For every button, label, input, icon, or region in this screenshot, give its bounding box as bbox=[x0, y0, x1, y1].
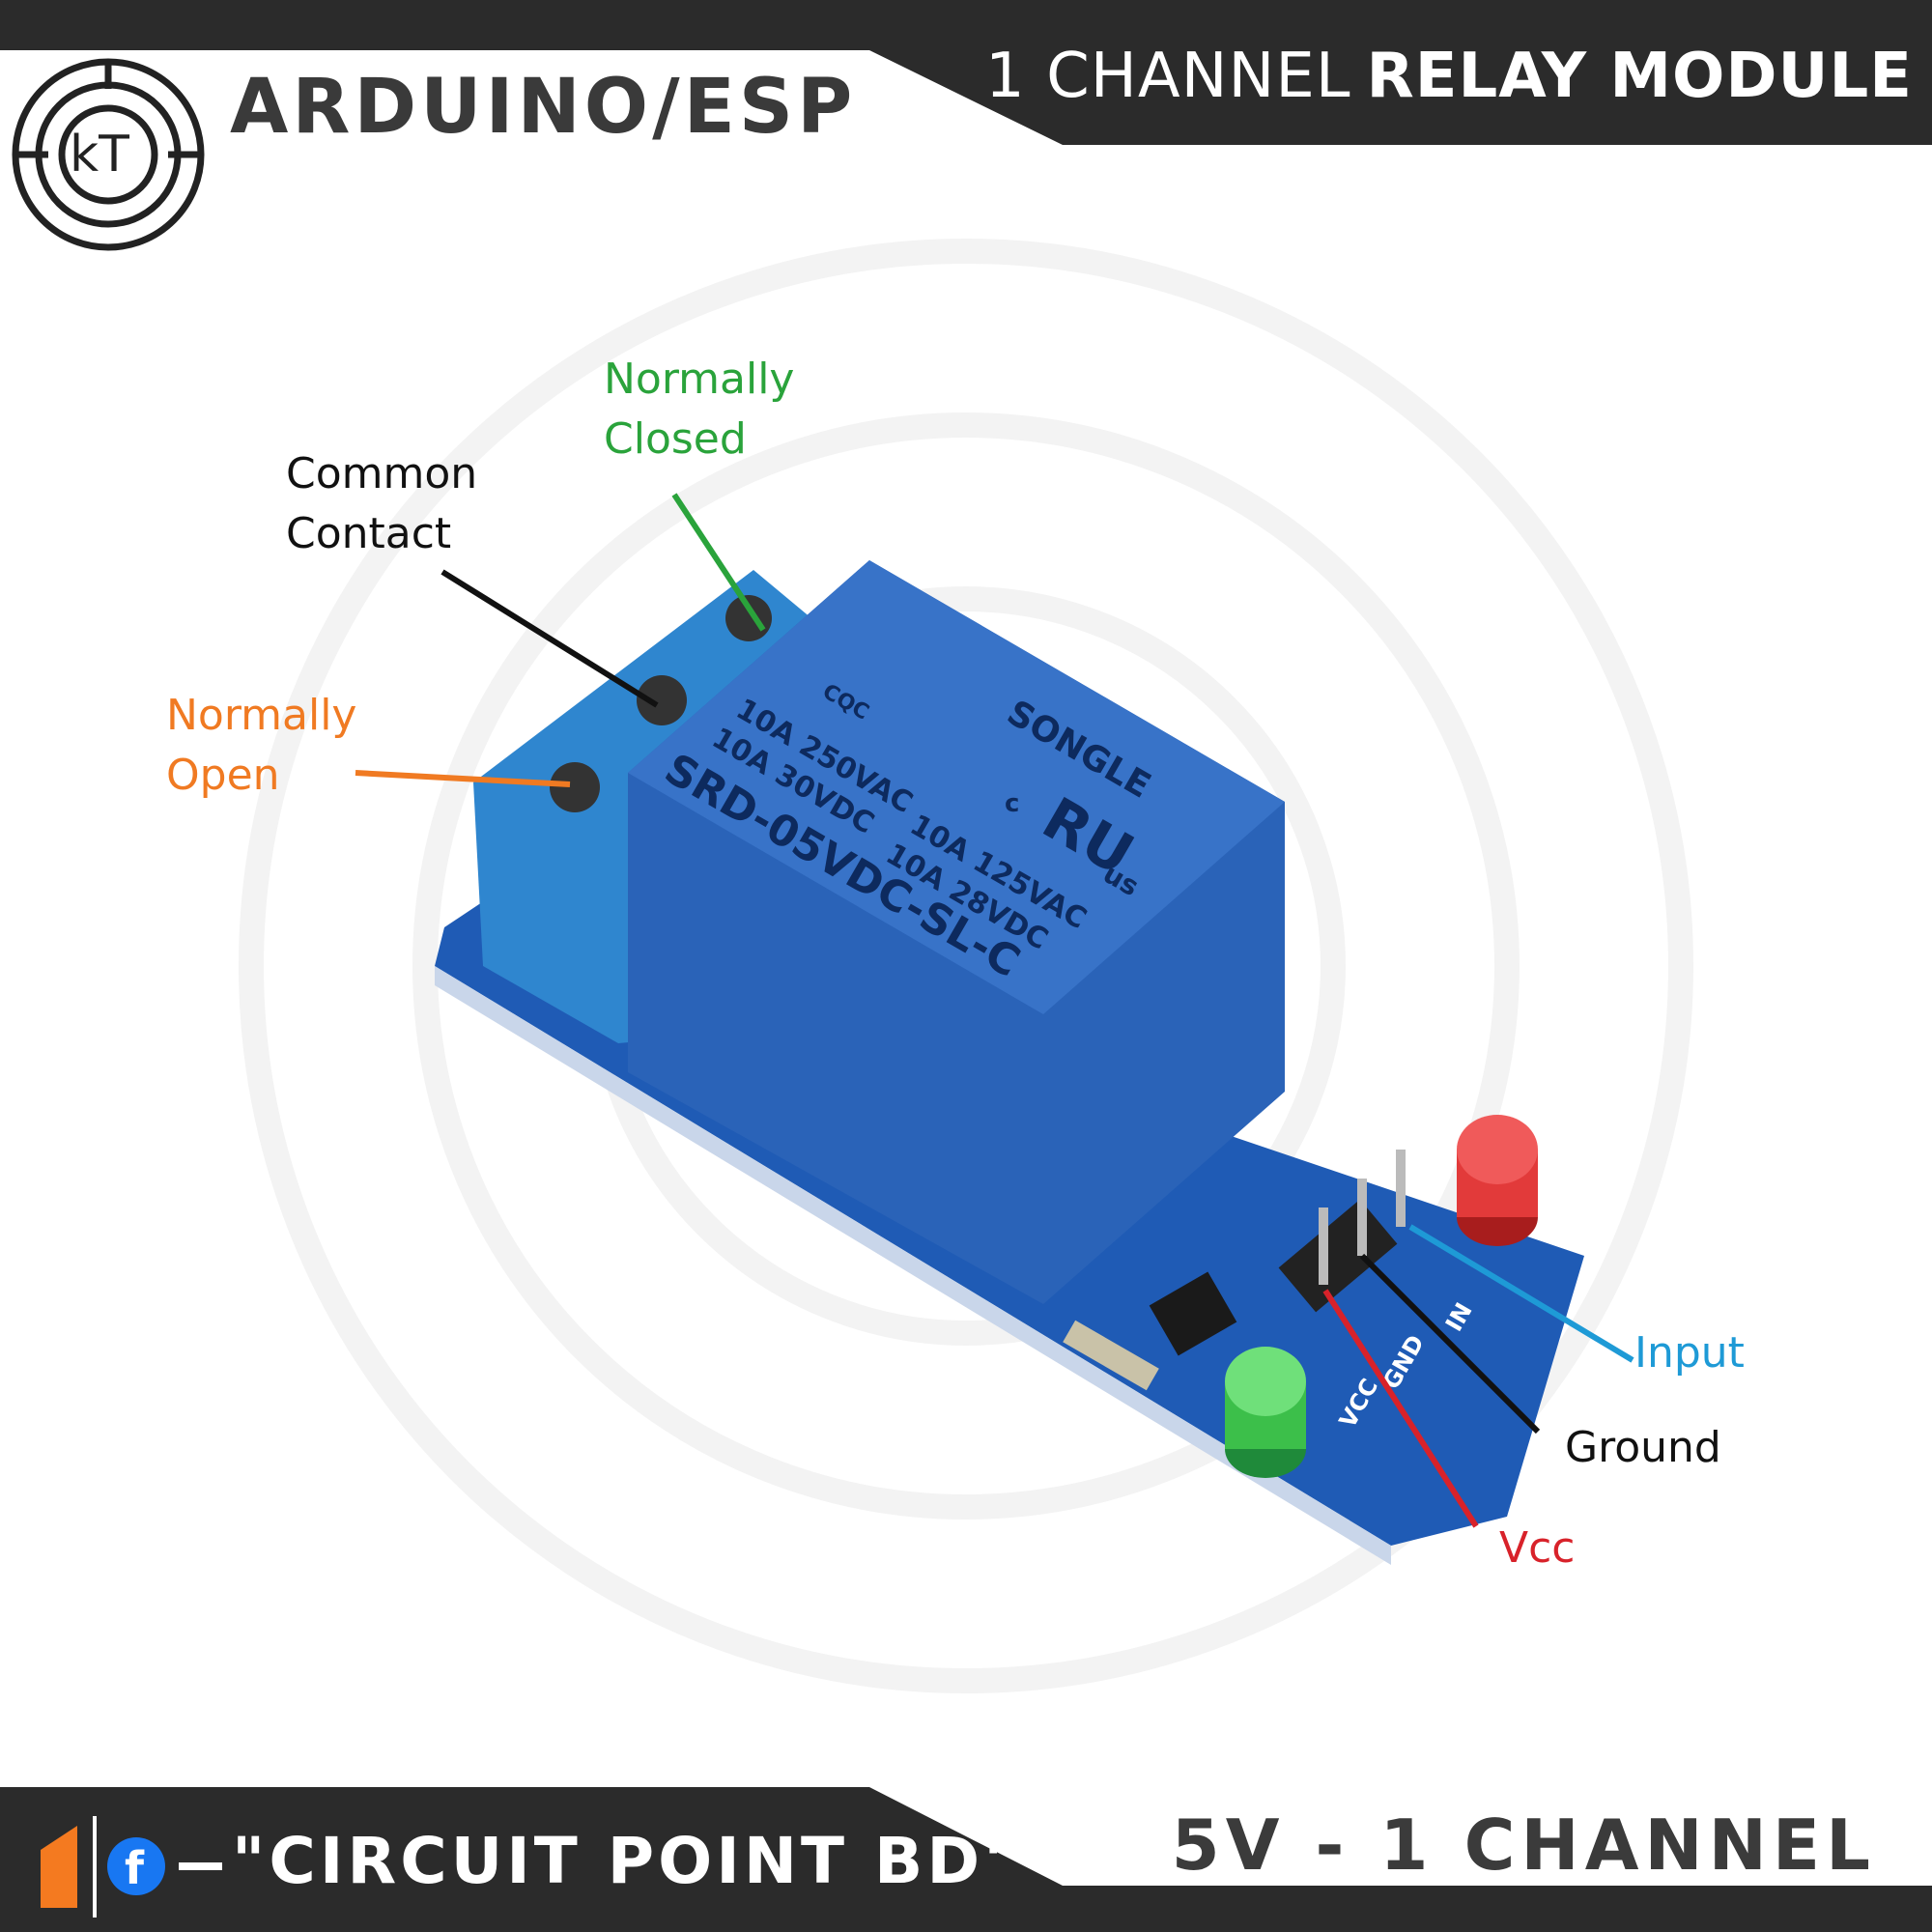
relay-top bbox=[628, 560, 1285, 1014]
bottom-band-left bbox=[0, 1787, 1063, 1932]
title-plain: 1 CHANNEL bbox=[985, 41, 1351, 112]
facebook-icon: f bbox=[107, 1837, 165, 1895]
green-led bbox=[1225, 1347, 1306, 1478]
label-ground: Ground bbox=[1565, 1423, 1721, 1472]
leader-vcc bbox=[1322, 1289, 1479, 1528]
leader-ground bbox=[1359, 1253, 1541, 1435]
leader-normally-open bbox=[355, 770, 571, 787]
transistor bbox=[1149, 1271, 1237, 1356]
diode bbox=[1063, 1320, 1159, 1391]
leader-common-contact bbox=[440, 569, 659, 708]
relay-ul-c: c bbox=[1005, 789, 1019, 818]
leader-input bbox=[1408, 1224, 1634, 1363]
bottom-band-right bbox=[1024, 1886, 1932, 1932]
daraz-icon bbox=[41, 1816, 97, 1918]
watermark bbox=[239, 239, 1693, 1693]
brand-title: ARDUINO/ESP bbox=[230, 64, 857, 151]
pcb-edge bbox=[435, 966, 1391, 1565]
top-band bbox=[0, 0, 1932, 145]
footer-store-name: "CIRCUIT POINT BD" bbox=[232, 1824, 1021, 1898]
logo-text: kT bbox=[70, 126, 129, 184]
terminal-screws bbox=[550, 595, 772, 812]
pin-header bbox=[1278, 1150, 1406, 1313]
red-led bbox=[1457, 1115, 1538, 1246]
kt-logo-icon bbox=[12, 58, 205, 251]
facebook-glyph: f bbox=[125, 1842, 145, 1894]
label-vcc: Vcc bbox=[1499, 1523, 1576, 1573]
title-bold: RELAY MODULE bbox=[1366, 41, 1913, 112]
footer-spec: 5V - 1 CHANNEL bbox=[1171, 1804, 1876, 1886]
label-input: Input bbox=[1634, 1328, 1745, 1378]
leader-normally-closed bbox=[671, 493, 766, 632]
